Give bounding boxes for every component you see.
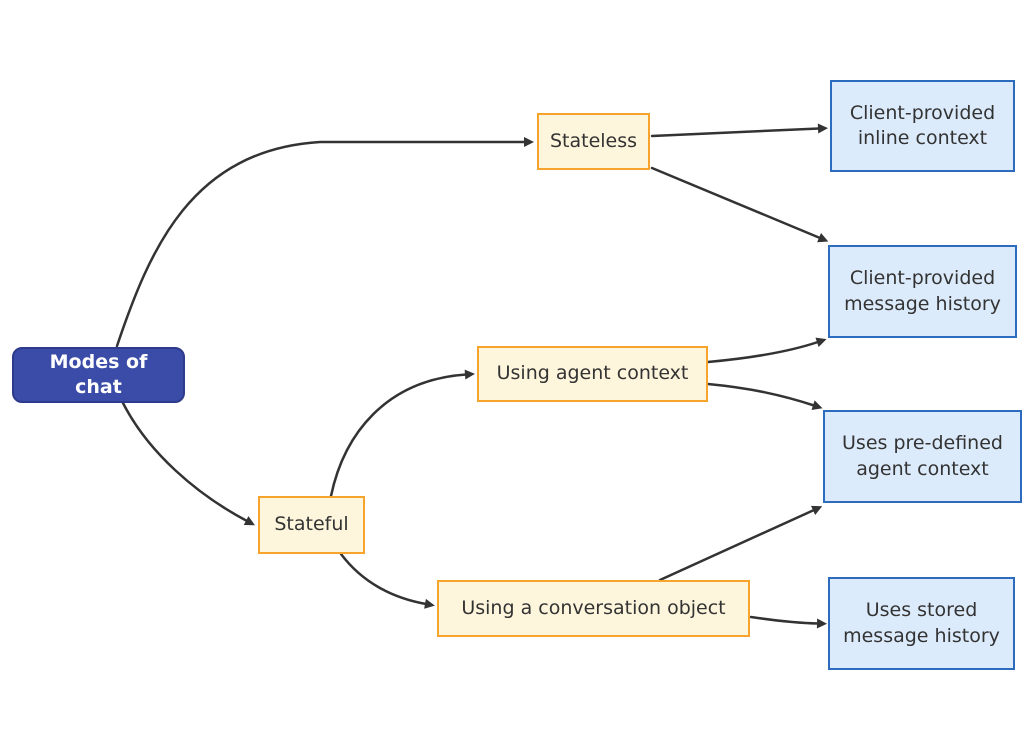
node-using-conversation-object: Using a conversation object xyxy=(437,580,750,637)
node-uses-stored-message-history: Uses stored message history xyxy=(828,577,1015,670)
node-stateless: Stateless xyxy=(537,113,650,170)
node-client-message-history: Client-provided message history xyxy=(828,245,1017,338)
node-modes-of-chat: Modes of chat xyxy=(12,347,185,403)
node-using-agent-context: Using agent context xyxy=(477,346,708,402)
edge-stateless-to-client-message-history xyxy=(650,166,829,243)
edge-stateless-to-client-inline-context xyxy=(650,123,828,138)
edge-using-conversation-object-to-uses-stored-message-history xyxy=(749,615,827,629)
node-uses-predefined-agent-context: Uses pre-defined agent context xyxy=(823,410,1022,503)
node-stateful: Stateful xyxy=(258,496,365,554)
edge-stateful-to-using-agent-context xyxy=(329,369,475,498)
edge-using-agent-context-to-uses-predefined-agent-context xyxy=(706,382,823,410)
edge-using-conversation-object-to-uses-predefined-agent-context xyxy=(658,505,823,582)
edge-using-agent-context-to-client-message-history xyxy=(706,337,827,364)
edge-modes-of-chat-to-stateful xyxy=(121,401,255,526)
edge-modes-of-chat-to-stateless xyxy=(115,137,534,348)
edge-stateful-to-using-conversation-object xyxy=(339,552,435,609)
node-client-inline-context: Client-provided inline context xyxy=(830,80,1015,172)
